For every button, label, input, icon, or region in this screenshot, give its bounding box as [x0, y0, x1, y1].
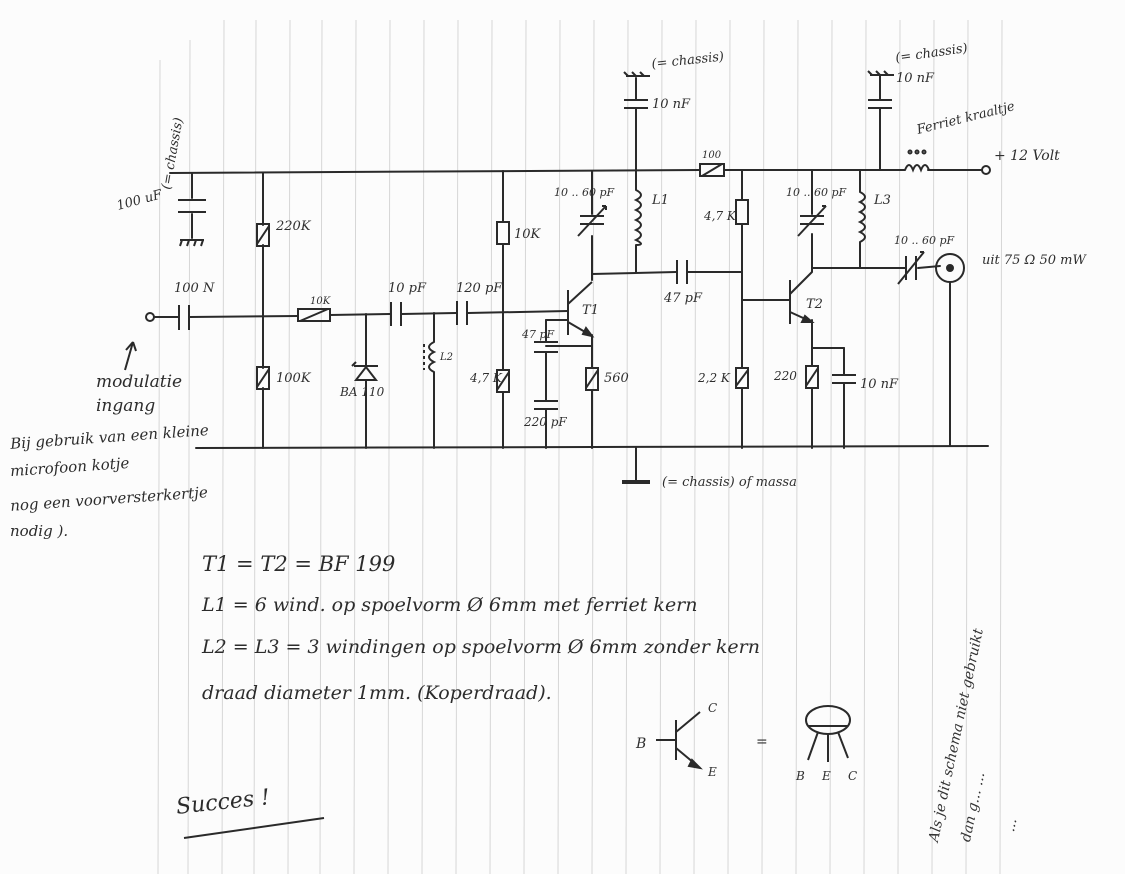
label-pinout-e: E	[707, 765, 717, 779]
mic-note-line-4: nodig ).	[10, 522, 69, 540]
label-l2: L2	[439, 352, 453, 363]
input-note-line-2: ingang	[96, 396, 156, 416]
resistor-4k7-bottom	[496, 369, 510, 393]
component-labels: 100 uF (= chassis) 220K 10K (= chassis) …	[115, 41, 1087, 783]
label-r-10k-series: 10K	[310, 296, 331, 307]
coil-L3	[857, 191, 866, 243]
parts-note-transistors: T1 = T2 = BF 199	[202, 552, 396, 576]
parts-note-wire: draad diameter 1mm. (Koperdraad).	[202, 682, 552, 704]
label-supply: + 12 Volt	[994, 148, 1060, 164]
parts-note-l1: L1 = 6 wind. op spoelvorm Ø 6mm met ferr…	[202, 594, 698, 616]
label-r-100: 100	[702, 150, 722, 161]
label-c-left-tag: (= chassis)	[159, 116, 186, 190]
label-trim-c2: 10 .. 60 pF	[786, 186, 847, 199]
label-c-left-value: 100 uF	[115, 187, 165, 214]
label-pinout-eq: =	[756, 734, 768, 750]
resistor-100K	[256, 366, 270, 390]
resistor-560	[585, 367, 599, 391]
transistor-T2	[789, 271, 815, 324]
trimmer-1	[577, 205, 607, 237]
input-arrow	[124, 341, 137, 371]
capacitor-10nF-top-right	[867, 70, 894, 109]
components	[124, 70, 991, 839]
varicap-BA110	[351, 361, 379, 381]
pinout-symbol	[656, 711, 703, 770]
label-c-220pf: 220 pF	[523, 415, 567, 429]
coax-output-connector	[935, 253, 965, 283]
label-c-120pf: 120 pF	[456, 281, 503, 296]
label-l1: L1	[651, 193, 669, 208]
transistor-package	[805, 705, 851, 762]
label-r-10k-top: 10K	[514, 227, 542, 242]
label-output: uit 75 Ω 50 mW	[982, 253, 1087, 268]
label-r-560: 560	[604, 371, 629, 386]
label-pin-b: B	[795, 769, 805, 783]
label-c-top-right: 10 nF	[896, 71, 935, 86]
label-r-100k: 100K	[276, 371, 312, 386]
trimmer-3	[897, 251, 925, 285]
label-l3: L3	[873, 193, 891, 208]
resistor-10K-series	[297, 308, 331, 322]
transistor-T1	[567, 281, 595, 338]
capacitor-100uF	[178, 199, 206, 247]
input-terminal	[145, 312, 155, 322]
coil-L2	[423, 341, 437, 373]
capacitor-10nF-top-mid	[623, 71, 650, 109]
label-c-10pf: 10 pF	[388, 281, 427, 296]
label-c-in: 100 N	[174, 281, 215, 296]
label-c-47pf-a: 47 pF	[663, 291, 703, 306]
label-t1: T1	[582, 303, 599, 318]
coil-L1	[633, 189, 642, 246]
label-c-10nf-bottom: 10 nF	[860, 377, 899, 392]
label-c-top-right-tag: (= chassis)	[894, 41, 968, 66]
ferrite-bead-choke	[904, 149, 930, 173]
resistor-2k2	[735, 367, 749, 389]
label-r-220k: 220K	[275, 219, 312, 234]
wires	[153, 74, 989, 483]
label-t2: T2	[806, 297, 823, 312]
capacitor-47pF-coupling	[676, 260, 688, 284]
resistor-100	[699, 163, 725, 177]
label-r-2k2: 2,2 K	[697, 371, 731, 385]
capacitor-10pF	[390, 302, 402, 326]
label-varicap: BA 110	[339, 385, 385, 399]
capacitor-100N	[178, 305, 190, 330]
label-pinout-c: C	[708, 701, 717, 715]
label-pin-c: C	[848, 769, 857, 783]
signature-underline	[183, 817, 325, 839]
label-r-220: 220	[773, 369, 797, 383]
label-trim-c1: 10 .. 60 pF	[554, 186, 615, 199]
resistor-4k7-top	[735, 199, 749, 225]
label-trim-c3: 10 .. 60 pF	[894, 234, 955, 247]
capacitor-47pF-feedback	[534, 341, 558, 353]
label-pin-e: E	[821, 769, 831, 783]
label-r-4k7-top: 4,7 K	[703, 209, 737, 223]
supply-terminal	[981, 165, 991, 175]
label-r-4k7-bottom: 4,7 K	[469, 371, 503, 385]
capacitor-120pF	[456, 301, 468, 325]
resistor-220	[805, 365, 819, 389]
label-ground: (= chassis) of massa	[662, 475, 797, 490]
label-c-47pf-b: 47 pF	[521, 328, 555, 341]
capacitor-10nF-emitter	[832, 374, 856, 384]
label-pinout-b: B	[635, 736, 646, 752]
capacitor-220pF	[534, 400, 558, 410]
label-c-top-mid: 10 nF	[652, 97, 691, 112]
input-note-line-1: modulatie	[96, 372, 183, 392]
resistor-220K	[256, 223, 270, 247]
trimmer-2	[797, 205, 827, 237]
parts-note-l2-l3: L2 = L3 = 3 windingen op spoelvorm Ø 6mm…	[202, 636, 760, 658]
resistor-10K-top	[496, 221, 510, 245]
